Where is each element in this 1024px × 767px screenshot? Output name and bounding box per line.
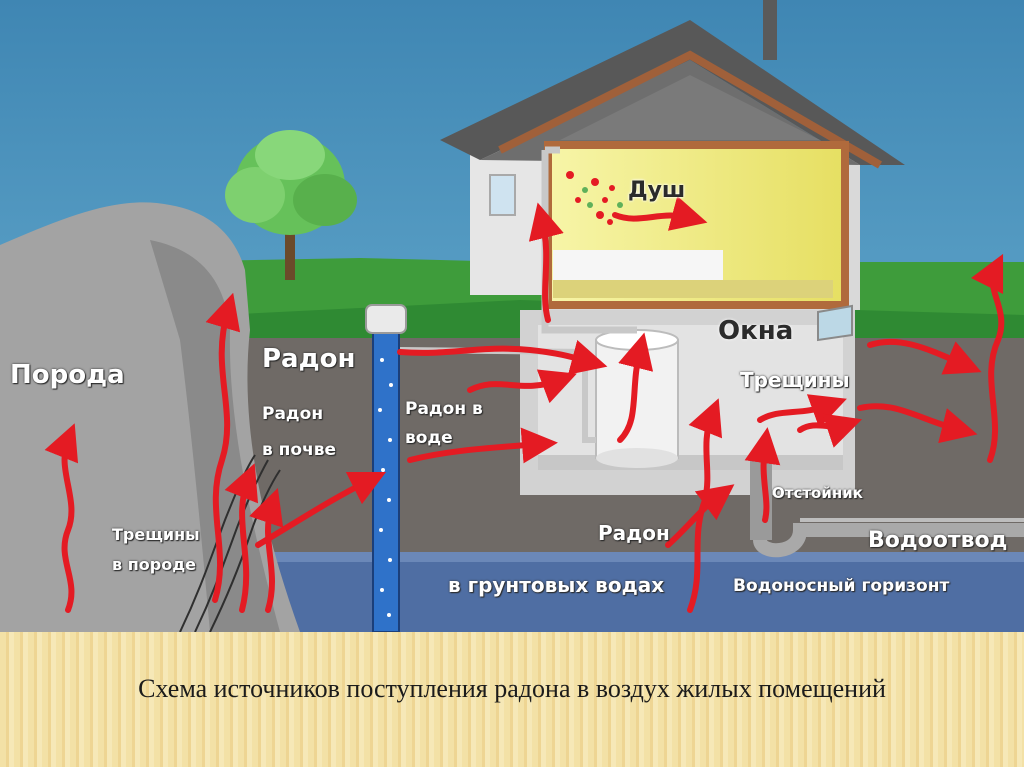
radon-arrow xyxy=(224,463,259,613)
radon-arrow xyxy=(205,292,241,603)
radon-arrow xyxy=(467,369,577,404)
radon-arrow xyxy=(255,471,387,548)
radon-arrow xyxy=(757,394,847,429)
label-drain: Водоотвод xyxy=(868,528,1008,553)
radon-arrow xyxy=(970,253,1005,463)
radon-arrow xyxy=(407,427,558,464)
label-rock-cracks-2: в породе xyxy=(112,555,196,574)
tree xyxy=(225,130,357,280)
radon-arrow xyxy=(857,403,978,444)
radon-arrow xyxy=(797,413,863,448)
label-radon-top: Радон xyxy=(262,344,356,374)
label-aquifer: Водоносный горизонт xyxy=(733,576,950,596)
radon-arrow xyxy=(612,195,708,231)
radon-arrows xyxy=(44,195,1005,613)
label-radon-ground-1: Радон xyxy=(598,521,670,545)
label-radon-water-2: воде xyxy=(405,428,453,448)
radon-arrow xyxy=(44,423,79,613)
groundwater-highlight xyxy=(0,552,1024,562)
caption-band: Схема источников поступления радона в во… xyxy=(0,632,1024,767)
radon-arrow xyxy=(867,338,982,375)
label-rock: Порода xyxy=(10,360,125,390)
basement-window xyxy=(817,304,853,342)
radon-scene xyxy=(0,0,1024,632)
label-radon-ground-2: в грунтовых водах xyxy=(448,573,665,597)
radon-arrow xyxy=(528,202,564,323)
radon-arrow xyxy=(617,332,654,443)
rock-hill-shade xyxy=(150,240,280,632)
radon-arrow xyxy=(665,484,735,548)
radon-arrow xyxy=(744,427,781,523)
label-windows: Окна xyxy=(718,316,794,346)
label-radon-soil-1: Радон xyxy=(262,404,324,424)
label-radon-soil-2: в почве xyxy=(262,440,337,460)
radon-arrow xyxy=(249,487,284,613)
radon-arrow xyxy=(397,339,608,375)
label-cracks: Трещины xyxy=(740,368,850,392)
label-sump: Отстойник xyxy=(772,484,863,502)
caption: Схема источников поступления радона в во… xyxy=(138,674,886,703)
label-rock-cracks-1: Трещины xyxy=(112,525,200,544)
label-radon-water-1: Радон в xyxy=(405,399,483,419)
label-shower: Душ xyxy=(628,178,686,203)
shower-droplets xyxy=(566,171,623,225)
